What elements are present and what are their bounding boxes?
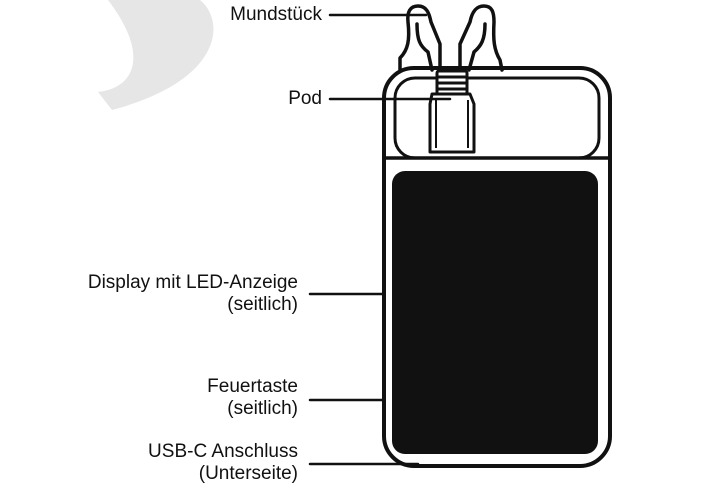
leader-lines	[308, 13, 452, 466]
label-pod: Pod	[288, 88, 322, 109]
watermark-swoosh	[98, 0, 214, 110]
label-fire-button: Feuertaste (seitlich)	[207, 376, 298, 419]
display-screen	[392, 171, 598, 454]
pod	[428, 69, 476, 154]
label-usb: USB-C Anschluss (Unterseite)	[148, 441, 298, 484]
mouthpiece	[398, 4, 504, 74]
device-body	[382, 66, 612, 468]
label-mouthpiece: Mundstück	[230, 4, 322, 25]
label-display: Display mit LED-Anzeige (seitlich)	[87, 272, 298, 315]
